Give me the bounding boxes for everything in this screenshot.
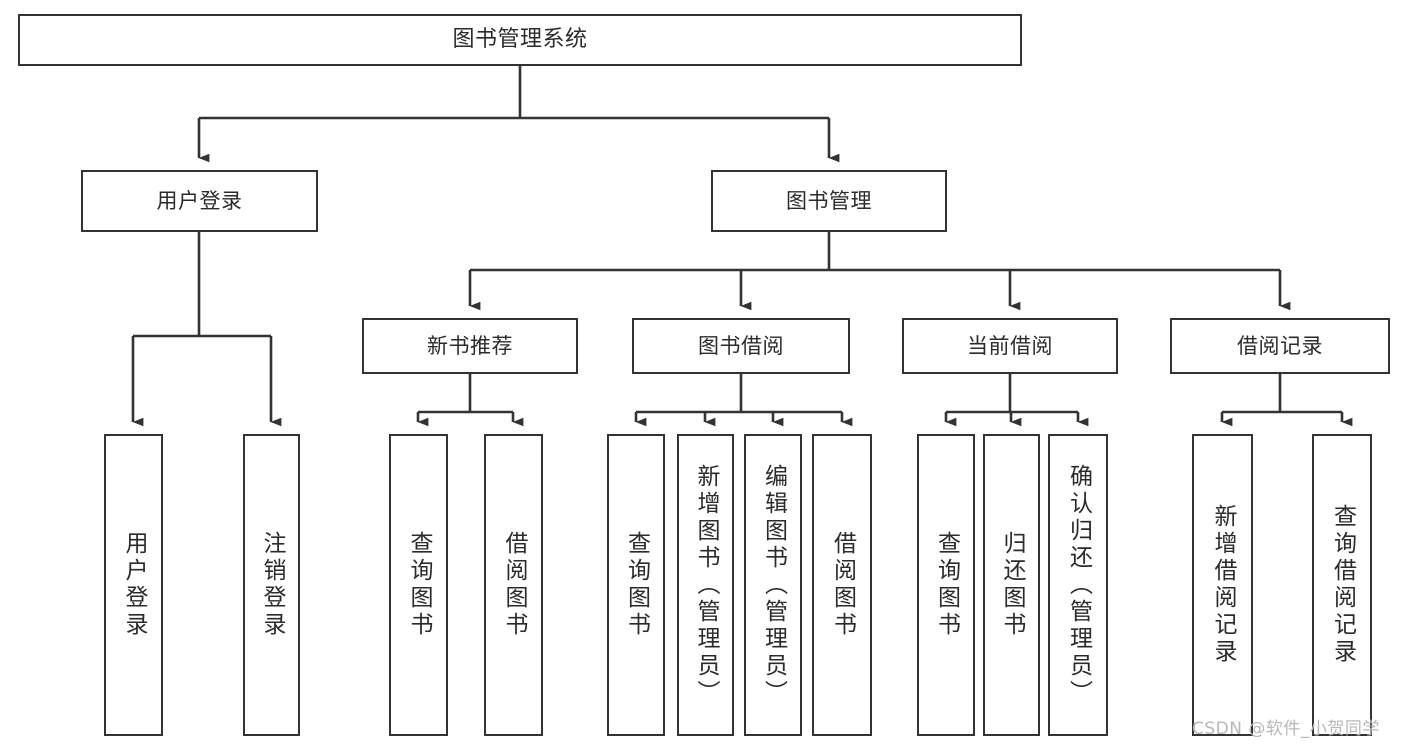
node-leaf-edit-book-label: 编辑图书（管理员） [760,463,787,707]
edge-bookmanage-to-level3 [468,232,1291,311]
node-leaf-user-login-label: 用户登录 [121,531,147,639]
node-new-book-recommend[interactable]: 新书推荐 [362,318,578,374]
node-leaf-add-borrow-record-label: 新增借阅记录 [1210,504,1236,666]
node-leaf-query-book-2[interactable]: 查询图书 [607,434,665,736]
node-borrow-record[interactable]: 借阅记录 [1170,318,1390,374]
node-new-book-recommend-label: 新书推荐 [427,333,513,358]
node-book-manage-label: 图书管理 [786,188,872,213]
node-leaf-return-book[interactable]: 归还图书 [983,434,1040,736]
node-leaf-confirm-return[interactable]: 确认归还（管理员） [1048,434,1108,736]
node-leaf-add-book[interactable]: 新增图书（管理员） [677,434,734,736]
node-leaf-query-borrow-record[interactable]: 查询借阅记录 [1312,434,1372,736]
node-leaf-borrow-book-2[interactable]: 借阅图书 [812,434,872,736]
node-leaf-return-book-label: 归还图书 [999,531,1025,639]
node-leaf-add-book-label: 新增图书（管理员） [693,463,719,707]
node-leaf-query-book-1-label: 查询图书 [406,531,432,639]
node-book-borrow[interactable]: 图书借阅 [632,318,850,374]
node-leaf-edit-book[interactable]: 编辑图书（管理员） [744,434,802,736]
node-leaf-logout-login-label: 注销登录 [259,531,285,639]
node-leaf-borrow-book-2-label: 借阅图书 [829,531,856,639]
node-leaf-query-borrow-record-label: 查询借阅记录 [1329,504,1356,666]
edge-currentborrow-to-leaves [944,374,1089,427]
node-leaf-borrow-book-1-label: 借阅图书 [501,531,527,639]
node-leaf-query-book-1[interactable]: 查询图书 [389,434,448,736]
node-leaf-query-book-3[interactable]: 查询图书 [917,434,975,736]
node-leaf-borrow-book-1[interactable]: 借阅图书 [484,434,543,736]
node-book-manage[interactable]: 图书管理 [711,170,947,232]
edge-userlogin-to-leaves [131,232,282,427]
edge-bookborrow-to-leaves [634,374,853,427]
node-root-label: 图书管理系统 [452,27,588,53]
node-book-borrow-label: 图书借阅 [698,333,784,358]
node-leaf-query-book-3-label: 查询图书 [933,531,960,639]
edge-borrowrecord-to-leaves [1220,374,1353,427]
node-leaf-logout-login[interactable]: 注销登录 [243,434,300,736]
edge-root-to-level2 [197,66,840,163]
edge-newbook-to-leaves [416,374,524,427]
node-leaf-add-borrow-record[interactable]: 新增借阅记录 [1192,434,1253,736]
node-leaf-confirm-return-label: 确认归还（管理员） [1065,463,1092,707]
node-user-login-label: 用户登录 [156,188,243,213]
node-leaf-user-login[interactable]: 用户登录 [104,434,163,736]
node-user-login[interactable]: 用户登录 [81,170,318,232]
node-root[interactable]: 图书管理系统 [18,14,1022,66]
node-current-borrow[interactable]: 当前借阅 [902,318,1118,374]
csdn-watermark: CSDN @软件_小贺同学 [1192,719,1380,739]
node-borrow-record-label: 借阅记录 [1237,333,1323,358]
node-current-borrow-label: 当前借阅 [967,333,1053,358]
node-leaf-query-book-2-label: 查询图书 [623,531,650,639]
